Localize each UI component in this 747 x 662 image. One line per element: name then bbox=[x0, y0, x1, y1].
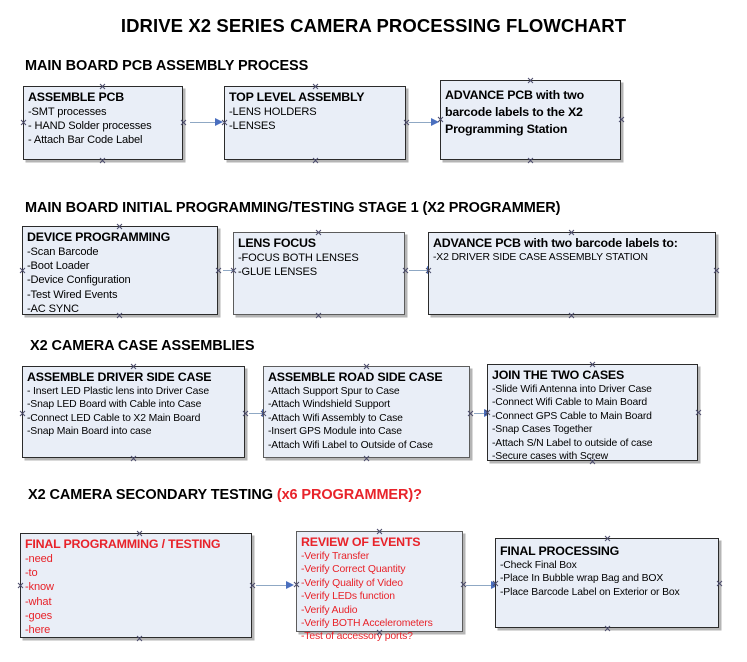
box-line: -Attach Wifi Label to Outside of Case bbox=[268, 439, 433, 451]
box-line: -to bbox=[25, 567, 38, 580]
section-heading-x2-camera-secondary-testing: X2 CAMERA SECONDARY TESTING (x6 PROGRAMM… bbox=[28, 487, 422, 503]
box-line: -Connect Wifi Cable to Main Board bbox=[492, 397, 648, 409]
process-box-advance-pcb-to-driver-side-case[interactable]: ADVANCE PCB with two barcode labels to: … bbox=[428, 232, 716, 315]
section-heading-main-board-pcb-assembly: MAIN BOARD PCB ASSEMBLY PROCESS bbox=[25, 58, 308, 74]
box-line: -Snap Cases Together bbox=[492, 424, 593, 436]
section-heading-x2-camera-case-assemblies: X2 CAMERA CASE ASSEMBLIES bbox=[30, 338, 255, 354]
box-title: FINAL PROCESSING bbox=[500, 544, 620, 558]
box-line: -Verify Transfer bbox=[301, 551, 370, 562]
box-line: -Connect LED Cable to X2 Main Board bbox=[27, 412, 201, 424]
box-line: -Verify Quality of Video bbox=[301, 577, 403, 589]
section-heading-text: MAIN BOARD INITIAL PROGRAMMING/TESTING S… bbox=[25, 200, 561, 216]
box-line: -Test Wired Events bbox=[27, 288, 118, 301]
box-line: -Snap Main Board into case bbox=[27, 426, 152, 438]
section-heading-text: MAIN BOARD PCB ASSEMBLY PROCESS bbox=[25, 58, 309, 74]
box-line: -Verify Audio bbox=[301, 604, 358, 616]
arrow-shaft bbox=[474, 413, 485, 415]
box-line: -Snap LED Board with Cable into Case bbox=[27, 399, 202, 411]
box-line: -LENSES bbox=[229, 120, 276, 133]
box-line: -X2 DRIVER SIDE CASE ASSEMBLY STATION bbox=[433, 252, 648, 263]
section-heading-text: X2 CAMERA CASE ASSEMBLIES bbox=[30, 338, 255, 354]
process-box-assemble-pcb[interactable]: ASSEMBLE PCB -SMT processes - HAND Solde… bbox=[23, 86, 183, 160]
box-title: LENS FOCUS bbox=[238, 236, 316, 250]
box-line: -AC SYNC bbox=[27, 302, 79, 315]
box-line: -Boot Loader bbox=[27, 260, 90, 273]
box-line: -here bbox=[25, 624, 51, 637]
box-line: -FOCUS BOTH LENSES bbox=[238, 252, 359, 264]
box-line: - HAND Solder processes bbox=[28, 120, 152, 133]
box-line: - Insert LED Plastic lens into Driver Ca… bbox=[27, 386, 209, 397]
box-line: -Insert GPS Module into Case bbox=[268, 426, 402, 438]
process-box-top-level-assembly[interactable]: TOP LEVEL ASSEMBLY -LENS HOLDERS -LENSES bbox=[224, 86, 406, 160]
box-line: -Attach Support Spur to Case bbox=[268, 386, 400, 397]
box-line: -Scan Barcode bbox=[27, 246, 99, 258]
box-line: -Verify Correct Quantity bbox=[301, 564, 406, 576]
box-line: -Connect GPS Cable to Main Board bbox=[492, 410, 652, 422]
process-box-lens-focus[interactable]: LENS FOCUS -FOCUS BOTH LENSES -GLUE LENS… bbox=[233, 232, 405, 315]
box-line: -Attach Windshield Support bbox=[268, 399, 391, 411]
arrow-shaft bbox=[249, 413, 263, 415]
process-box-assemble-driver-side-case[interactable]: ASSEMBLE DRIVER SIDE CASE - Insert LED P… bbox=[22, 366, 245, 458]
box-line: -Device Configuration bbox=[27, 274, 131, 287]
arrow-shaft bbox=[409, 270, 428, 272]
process-box-device-programming[interactable]: DEVICE PROGRAMMING -Scan Barcode -Boot L… bbox=[22, 226, 218, 315]
process-box-final-processing[interactable]: FINAL PROCESSING -Check Final Box -Place… bbox=[495, 538, 719, 628]
box-line: -Attach S/N Label to outside of case bbox=[492, 437, 653, 449]
box-line: -need bbox=[25, 553, 53, 565]
section-heading-accent: (x6 PROGRAMMER)? bbox=[276, 487, 422, 503]
arrow-assemble-pcb-to-top-level-assembly bbox=[190, 118, 223, 127]
arrow-head bbox=[215, 118, 223, 126]
box-line: -Check Final Box bbox=[500, 560, 577, 571]
box-line: -know bbox=[25, 581, 54, 594]
box-line: -Verify BOTH Accelerometers bbox=[301, 618, 433, 630]
box-line: -GLUE LENSES bbox=[238, 266, 317, 279]
box-line: -Place In Bubble wrap Bag and BOX bbox=[500, 573, 664, 585]
box-line: -SMT processes bbox=[28, 106, 107, 118]
arrow-head bbox=[431, 118, 439, 126]
box-title: JOIN THE TWO CASES bbox=[492, 368, 625, 382]
box-line: -Verify LEDs function bbox=[301, 591, 395, 603]
box-title: ASSEMBLE ROAD SIDE CASE bbox=[268, 370, 443, 384]
box-title: ASSEMBLE DRIVER SIDE CASE bbox=[27, 370, 212, 384]
box-line: -what bbox=[25, 595, 52, 608]
box-title: FINAL PROGRAMMING / TESTING bbox=[25, 537, 221, 551]
arrow-shaft bbox=[190, 122, 216, 124]
process-box-final-programming-testing[interactable]: FINAL PROGRAMMING / TESTING -need -to -k… bbox=[20, 533, 252, 638]
arrow-final-programming-to-review-of-events bbox=[256, 581, 294, 590]
box-title: ADVANCE PCB with two barcode labels to: bbox=[433, 236, 678, 250]
process-box-assemble-road-side-case[interactable]: ASSEMBLE ROAD SIDE CASE -Attach Support … bbox=[263, 366, 470, 458]
section-heading-main-board-initial-programming: MAIN BOARD INITIAL PROGRAMMING/TESTING S… bbox=[25, 200, 561, 216]
process-box-review-of-events[interactable]: REVIEW OF EVENTS -Verify Transfer -Verif… bbox=[296, 531, 463, 642]
box-line: -Place Barcode Label on Exterior or Box bbox=[500, 586, 680, 598]
arrow-top-level-assembly-to-advance-pcb bbox=[409, 118, 439, 127]
arrow-shaft bbox=[409, 122, 432, 124]
box-line-overflow: -Test of accessory ports? bbox=[301, 631, 413, 643]
box-line: - Attach Bar Code Label bbox=[28, 134, 143, 147]
page-title: IDRIVE X2 SERIES CAMERA PROCESSING FLOWC… bbox=[120, 15, 627, 36]
section-heading-text: X2 CAMERA SECONDARY TESTING bbox=[28, 487, 277, 503]
box-title: ADVANCE PCB with two barcode labels to t… bbox=[445, 88, 584, 136]
box-line: -Slide Wifi Antenna into Driver Case bbox=[492, 384, 652, 395]
box-line: -Secure cases with Screw bbox=[492, 451, 608, 463]
box-title: ASSEMBLE PCB bbox=[28, 90, 125, 104]
box-title: TOP LEVEL ASSEMBLY bbox=[229, 90, 365, 104]
arrow-head bbox=[286, 581, 294, 589]
arrow-shaft bbox=[466, 585, 492, 587]
box-line: -LENS HOLDERS bbox=[229, 106, 317, 118]
box-title: REVIEW OF EVENTS bbox=[301, 535, 421, 549]
box-title: DEVICE PROGRAMMING bbox=[27, 230, 171, 244]
process-box-join-the-two-cases[interactable]: JOIN THE TWO CASES -Slide Wifi Antenna i… bbox=[487, 364, 698, 463]
arrow-shaft bbox=[256, 585, 287, 587]
box-line: -goes bbox=[25, 609, 53, 622]
process-box-advance-pcb-to-programming-station[interactable]: ADVANCE PCB with two barcode labels to t… bbox=[440, 80, 621, 160]
box-line: -Attach Wifi Assembly to Case bbox=[268, 412, 403, 424]
